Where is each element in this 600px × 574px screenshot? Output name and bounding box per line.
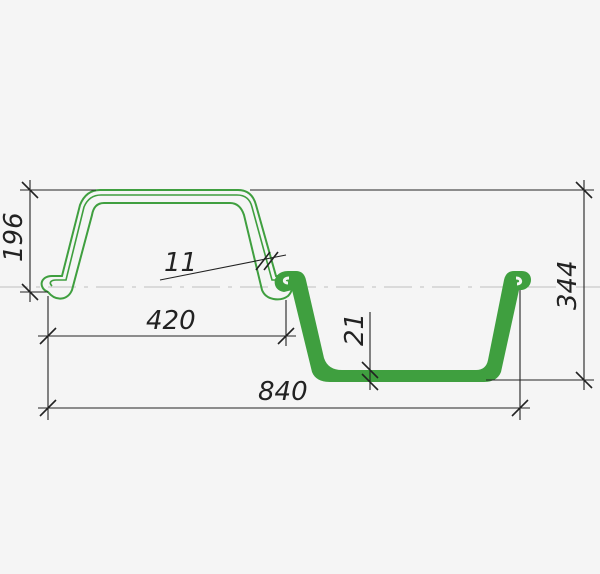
filled-sheet-pile-profile <box>274 271 531 382</box>
filled-profile-left-hook <box>282 276 290 285</box>
full-width-right-tick <box>511 399 529 417</box>
total-height-bottom-tick <box>575 371 593 389</box>
flange-thickness-label: 21 <box>340 313 370 346</box>
full-width-left-tick <box>39 399 57 417</box>
left-height-label: 196 <box>0 212 29 262</box>
outlined-sheet-pile-profile <box>40 189 294 301</box>
left-height-top-tick <box>21 181 39 199</box>
full-width-label: 840 <box>258 377 308 407</box>
filled-profile-body <box>274 271 531 382</box>
outlined-profile-outer-edge <box>40 189 294 301</box>
filled-profile-right-hook <box>515 276 523 286</box>
dimension-half-width: 420 <box>38 296 296 420</box>
thickness-label: 11 <box>164 248 197 278</box>
total-height-label: 344 <box>553 260 583 310</box>
dimension-left-height: 196 <box>0 180 96 302</box>
half-width-left-tick <box>39 327 57 345</box>
flange-thickness-top-tick <box>361 361 379 379</box>
total-height-top-tick <box>575 181 593 199</box>
thickness-tick-outer <box>255 251 271 271</box>
dimension-full-width: 840 <box>38 290 530 420</box>
dimension-total-height: 344 <box>250 180 594 390</box>
dimension-flange-thickness: 21 <box>340 312 379 391</box>
thickness-tick-inner <box>263 251 279 271</box>
flange-thickness-bottom-tick <box>361 373 379 391</box>
left-height-bottom-tick <box>21 283 39 301</box>
half-width-right-tick <box>277 327 295 345</box>
half-width-label: 420 <box>146 306 196 336</box>
dimension-thickness: 11 <box>159 248 287 281</box>
